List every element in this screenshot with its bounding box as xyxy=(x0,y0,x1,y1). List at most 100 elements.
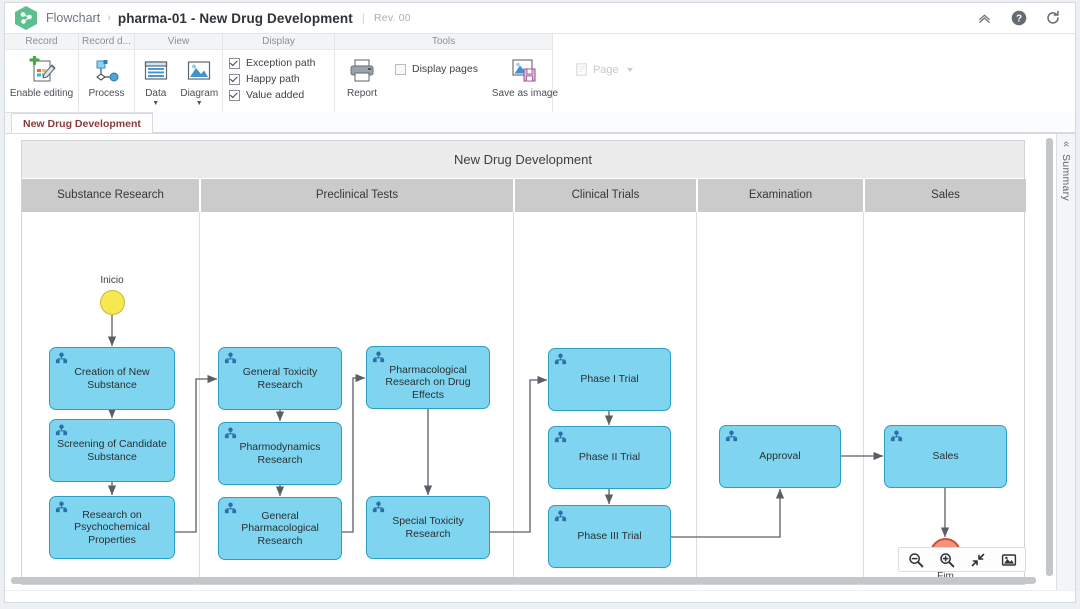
title-divider: | xyxy=(361,11,365,25)
lane-header-substance-research[interactable]: Substance Research xyxy=(22,179,199,212)
ribbon-group-tools: Tools Report xyxy=(335,34,633,113)
document-tabstrip: New Drug Development xyxy=(5,112,1075,134)
save-as-image-label: Save as image xyxy=(491,88,559,99)
zoom-toolbar xyxy=(898,547,1026,572)
user-task-icon xyxy=(372,501,385,513)
zoom-out-icon[interactable] xyxy=(907,551,924,568)
task-general-pharmacological-research[interactable]: General Pharmacological Research xyxy=(218,497,342,560)
diagram-dropdown-caret-icon[interactable]: ▼ xyxy=(195,100,203,107)
lane-header-sales[interactable]: Sales xyxy=(865,179,1026,212)
user-task-icon xyxy=(554,510,567,522)
svg-text:?: ? xyxy=(1015,14,1021,25)
user-task-icon xyxy=(55,501,68,513)
save-as-image-button[interactable]: Save as image xyxy=(490,53,560,99)
lane-header-preclinical-tests[interactable]: Preclinical Tests xyxy=(201,179,513,212)
diagram-button[interactable]: Diagram ▼ xyxy=(177,53,222,107)
page-dropdown-label: Page xyxy=(592,63,619,76)
report-button[interactable]: Report xyxy=(337,53,387,99)
task-label: Phase III Trial xyxy=(577,530,642,543)
pool-title: New Drug Development xyxy=(22,141,1024,179)
user-task-icon xyxy=(224,427,237,439)
bpmn-diagram: New Drug Development Substance Research … xyxy=(21,140,1026,585)
zoom-in-icon[interactable] xyxy=(938,551,955,568)
checkbox-happy-path[interactable]: Happy path xyxy=(229,73,315,85)
task-research-on-psychochemical-properties[interactable]: Research on Psychochemical Properties xyxy=(49,496,175,559)
help-icon[interactable]: ? xyxy=(1010,10,1027,27)
diagram-canvas[interactable]: New Drug Development Substance Research … xyxy=(5,134,1056,590)
workspace: New Drug Development Substance Research … xyxy=(5,134,1075,590)
task-label: Sales xyxy=(932,450,959,463)
task-sales[interactable]: Sales xyxy=(884,425,1007,488)
printer-icon xyxy=(347,55,377,87)
checkbox-display-pages-box[interactable] xyxy=(395,63,406,75)
checkbox-exception-path-box[interactable] xyxy=(229,57,240,69)
data-button[interactable]: Data ▼ xyxy=(135,53,177,107)
task-pharmacological-research-on-drug-effects[interactable]: Pharmacological Research on Drug Effects xyxy=(366,346,490,409)
checkbox-value-added-box[interactable] xyxy=(229,89,240,101)
checkbox-happy-path-label: Happy path xyxy=(246,73,300,85)
start-event[interactable] xyxy=(100,290,125,315)
lane-header-clinical-trials[interactable]: Clinical Trials xyxy=(515,179,696,212)
tab-new-drug-development[interactable]: New Drug Development xyxy=(11,113,153,133)
task-special-toxicity-research[interactable]: Special Toxicity Research xyxy=(366,496,490,559)
ribbon-group-record: Record Enable editing xyxy=(5,34,79,113)
logo-dots-icon xyxy=(20,12,32,24)
checkbox-value-added-label: Value added xyxy=(246,89,305,101)
task-creation-of-new-substance[interactable]: Creation of New Substance xyxy=(49,347,175,410)
revision-label: Rev. 00 xyxy=(374,12,411,24)
task-pharmodynamics-research[interactable]: Pharmodynamics Research xyxy=(218,422,342,485)
data-dropdown-caret-icon[interactable]: ▼ xyxy=(152,100,160,107)
ribbon-group-record-title: Record xyxy=(5,34,78,50)
application-window: Flowchart › pharma-01 - New Drug Develop… xyxy=(4,2,1076,603)
footer-strip xyxy=(5,590,1075,602)
user-task-icon xyxy=(890,430,903,442)
ribbon-group-record-details-title: Record d... xyxy=(79,34,134,50)
task-label: Pharmodynamics Research xyxy=(239,441,321,466)
checkbox-exception-path[interactable]: Exception path xyxy=(229,57,315,69)
task-phase-i-trial[interactable]: Phase I Trial xyxy=(548,348,671,411)
task-label: Research on Psychochemical Properties xyxy=(74,508,150,546)
task-label: Creation of New Substance xyxy=(74,366,150,391)
user-task-icon xyxy=(725,430,738,442)
export-image-icon[interactable] xyxy=(1000,551,1017,568)
checkbox-display-pages[interactable]: Display pages xyxy=(395,63,478,75)
fit-to-screen-icon[interactable] xyxy=(969,551,986,568)
data-label: Data xyxy=(145,88,167,99)
display-checkbox-list: Exception path Happy path Value added xyxy=(223,53,315,101)
canvas-vertical-scrollbar[interactable] xyxy=(1045,138,1054,578)
checkbox-value-added[interactable]: Value added xyxy=(229,89,315,101)
diagram-label: Diagram xyxy=(180,88,219,99)
canvas-horizontal-scrollbar[interactable] xyxy=(11,577,1036,586)
task-label: Special Toxicity Research xyxy=(392,515,464,540)
checkbox-display-pages-label: Display pages xyxy=(412,63,478,75)
user-task-icon xyxy=(55,424,68,436)
task-phase-ii-trial[interactable]: Phase II Trial xyxy=(548,426,671,489)
refresh-icon[interactable] xyxy=(1044,10,1061,27)
task-phase-iii-trial[interactable]: Phase III Trial xyxy=(548,505,671,568)
enable-editing-button[interactable]: Enable editing xyxy=(10,53,74,99)
task-general-toxicity-research[interactable]: General Toxicity Research xyxy=(218,347,342,410)
lane-body-clinical-trials xyxy=(514,212,697,585)
summary-panel-rail[interactable]: « Summary xyxy=(1056,134,1075,590)
checkbox-happy-path-box[interactable] xyxy=(229,73,240,85)
collapse-ribbon-icon[interactable] xyxy=(976,10,993,27)
lane-body-examination xyxy=(697,212,864,585)
task-label: Pharmacological Research on Drug Effects xyxy=(385,363,471,401)
tools-row: Report Display pages xyxy=(335,53,633,113)
ribbon-group-view: View Data ▼ xyxy=(135,34,223,113)
app-header: Flowchart › pharma-01 - New Drug Develop… xyxy=(5,3,1075,34)
breadcrumb-root[interactable]: Flowchart xyxy=(46,11,101,25)
page-icon xyxy=(576,63,587,76)
process-button[interactable]: Process xyxy=(79,53,134,99)
start-event-label: Inicio xyxy=(100,275,124,286)
task-label: General Pharmacological Research xyxy=(241,509,319,547)
task-screening-of-candidate-substance[interactable]: Screening of Candidate Substance xyxy=(49,419,175,482)
user-task-icon xyxy=(55,352,68,364)
ribbon-group-record-details: Record d... Process xyxy=(79,34,135,113)
ribbon-group-display-title: Display xyxy=(223,34,334,50)
collapse-summary-icon[interactable]: « xyxy=(1060,140,1072,148)
report-label: Report xyxy=(346,88,377,99)
lane-header-examination[interactable]: Examination xyxy=(698,179,863,212)
process-label: Process xyxy=(88,88,125,99)
task-approval[interactable]: Approval xyxy=(719,425,841,488)
